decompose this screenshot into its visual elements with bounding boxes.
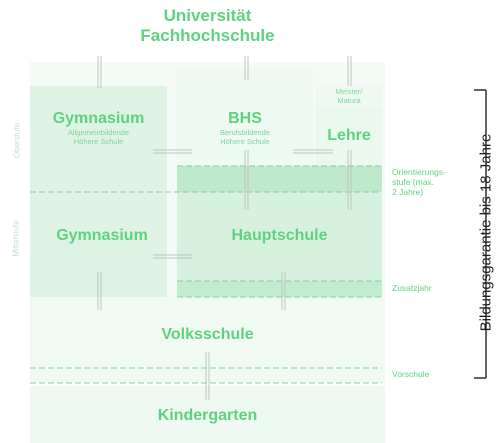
- gymnasium-lower-title: Gymnasium: [56, 227, 148, 244]
- orientierung-line3: 2 Jahre): [392, 187, 424, 197]
- gymnasium-upper-title: Gymnasium: [52, 110, 145, 127]
- volksschule-band: [30, 297, 385, 383]
- guarantee-bracket: [474, 89, 487, 379]
- connectors-horizontal: [153, 149, 333, 259]
- gymnasium-upper: Gymnasium Allgemeinbildende Höhere Schul…: [30, 109, 167, 146]
- kindergarten-title: Kindergarten: [157, 407, 258, 424]
- oberstufe-label: Oberstufe: [12, 122, 22, 159]
- meister-line2: Matura: [337, 96, 361, 105]
- university-line2: Fachhochschule: [140, 26, 275, 45]
- bhs-subtitle2: Höhere Schule: [220, 137, 270, 146]
- gymnasium-upper-subtitle1: Allgemeinbildende: [67, 128, 130, 137]
- meister-line1: Meister/: [335, 87, 363, 96]
- zusatzjahr-label: Zusatzjahr: [392, 283, 432, 293]
- bhs: BHS Berufsbildende Höhere Schule: [177, 109, 313, 146]
- vorschule-label: Vorschule: [392, 369, 430, 379]
- hauptschule-title: Hauptschule: [231, 227, 328, 244]
- bhs-title: BHS: [228, 110, 262, 127]
- gymnasium-upper-subtitle2: Höhere Schule: [73, 137, 124, 146]
- lehre-title: Lehre: [327, 127, 371, 144]
- zusatzjahr-band: [177, 281, 382, 297]
- guarantee-label: Bildungsgarantie bis 18 Jahre: [477, 133, 495, 332]
- connectors: [97, 56, 352, 400]
- orientierung-line1: Orientierungs-: [392, 167, 446, 177]
- orientierung-label: Orientierungs- stufe (max. 2 Jahre): [392, 167, 472, 197]
- university-title: Universität Fachhochschule: [30, 6, 385, 46]
- kindergarten-band: [30, 386, 385, 443]
- meister-matura: Meister/ Matura: [316, 87, 382, 105]
- orientierung-line2: stufe (max.: [392, 177, 435, 187]
- lehre-block: [316, 108, 382, 166]
- university-line1: Universität: [163, 6, 252, 25]
- volksschule-title: Volksschule: [161, 326, 254, 343]
- meister-block: [316, 86, 382, 108]
- bhs-subtitle1: Berufsbildende: [219, 128, 271, 137]
- mittelstufe-label: Mittelstufe: [11, 220, 21, 257]
